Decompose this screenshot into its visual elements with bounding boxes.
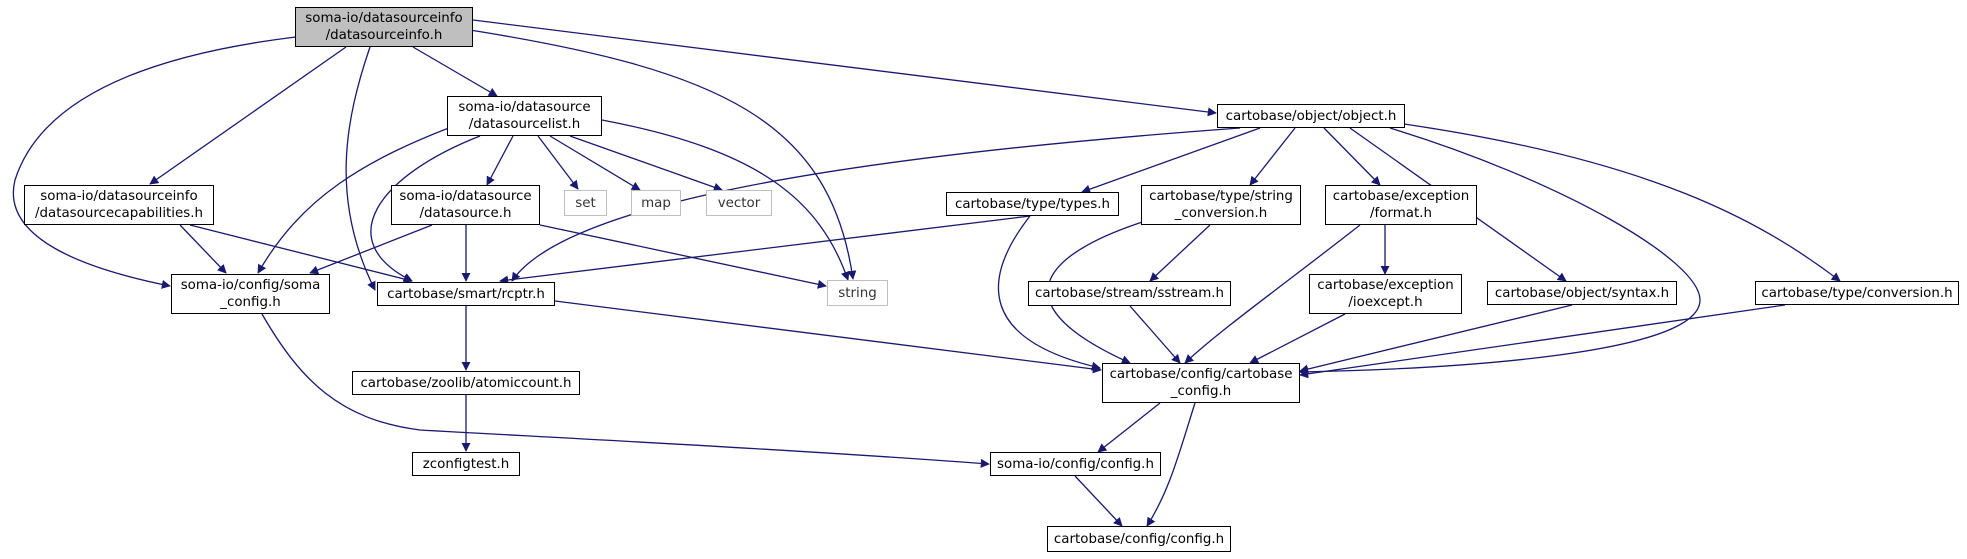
node-line: /datasourcelist.h (468, 117, 581, 132)
node-line: string (838, 285, 877, 301)
node-line: _conversion.h (1174, 206, 1268, 221)
node-datasource-h[interactable]: soma-io/datasource /datasource.h (391, 185, 540, 225)
node-set-external[interactable]: set (564, 190, 607, 216)
node-ioexcept-h[interactable]: cartobase/exception /ioexcept.h (1309, 274, 1462, 314)
node-line: cartobase/object/object.h (1225, 108, 1397, 124)
node-line: cartobase/zoolib/atomiccount.h (360, 375, 572, 391)
edge-object-to-strconv (1249, 127, 1296, 186)
node-sstream-h[interactable]: cartobase/stream/sstream.h (1028, 281, 1231, 306)
node-line: cartobase/smart/rcptr.h (387, 286, 545, 302)
edge-dslist-to-datasource (486, 135, 514, 186)
node-rcptr-h[interactable]: cartobase/smart/rcptr.h (377, 282, 555, 306)
edge-root-to-rcptr (345, 46, 376, 291)
node-line: cartobase/config/cartobase (1109, 367, 1293, 382)
node-line: _config.h (220, 295, 281, 310)
node-line: cartobase/object/syntax.h (1494, 285, 1670, 301)
node-cartobase-config-h[interactable]: cartobase/config/cartobase _config.h (1102, 363, 1300, 403)
edge-object-to-conversion (1403, 123, 1841, 282)
edge-root-to-somaconfig (12, 36, 297, 289)
node-format-h[interactable]: cartobase/exception /format.h (1325, 185, 1477, 225)
node-line: cartobase/type/conversion.h (1761, 285, 1953, 301)
edge-object-to-types (1081, 127, 1261, 194)
edge-dscap-to-somaconfig (179, 224, 227, 274)
edge-datasource-to-string (539, 224, 827, 289)
edge-sstream-to-cbconfig (1129, 305, 1181, 364)
node-zconfigtest-h[interactable]: zconfigtest.h (412, 452, 520, 476)
node-line: soma-io/datasourceinfo (40, 189, 198, 204)
edge-somaconfig-to-somaioconfig (261, 313, 990, 468)
edge-object-to-rcptr (511, 127, 1241, 282)
node-line: /datasourcecapabilities.h (34, 206, 203, 221)
node-datasourcelist-h[interactable]: soma-io/datasource /datasourcelist.h (447, 96, 602, 136)
node-atomiccount-h[interactable]: cartobase/zoolib/atomiccount.h (352, 371, 580, 395)
node-line: map (641, 195, 671, 211)
edge-cbconfig-to-somaioconfig (1097, 402, 1161, 453)
node-line: cartobase/type/string (1149, 189, 1293, 204)
edge-root-to-dscap (149, 46, 347, 185)
node-line: cartobase/exception (1332, 189, 1470, 204)
node-line: soma-io/datasourceinfo (305, 11, 463, 26)
node-soma-config-h[interactable]: soma-io/config/soma _config.h (171, 274, 330, 314)
node-line: /datasource.h (419, 206, 512, 221)
node-soma-io-config-h[interactable]: soma-io/config/config.h (990, 452, 1161, 476)
node-root-datasourceinfo-h[interactable]: soma-io/datasourceinfo /datasourceinfo.h (295, 7, 473, 47)
node-line: cartobase/config/config.h (1053, 531, 1225, 547)
edge-conversion-to-cbconfig (1299, 304, 1786, 379)
edge-object-to-cbconfig (1299, 127, 1701, 377)
edge-root-to-string (469, 29, 857, 280)
edge-object-to-format (1323, 127, 1381, 186)
edge-types-to-rcptr (499, 215, 1031, 285)
node-line: set (575, 195, 596, 211)
edge-dslist-to-set (537, 135, 579, 190)
node-line: soma-io/config/config.h (997, 456, 1154, 472)
node-line: /datasourceinfo.h (325, 28, 443, 43)
node-line: cartobase/type/types.h (954, 196, 1110, 212)
node-datasourcecapabilities-h[interactable]: soma-io/datasourceinfo /datasourcecapabi… (24, 185, 214, 225)
edge-dscap-to-rcptr (189, 224, 413, 284)
edge-datasource-to-somaconfig (309, 224, 433, 275)
node-line: /ioexcept.h (1348, 295, 1423, 310)
edge-root-to-dslist (412, 46, 498, 97)
node-line: cartobase/exception (1317, 278, 1454, 293)
node-string-external[interactable]: string (827, 280, 888, 306)
node-string-conversion-h[interactable]: cartobase/type/string _conversion.h (1141, 185, 1301, 225)
node-line: /format.h (1370, 206, 1432, 221)
edge-cbconfig-to-cbconfigh (1146, 402, 1196, 527)
edge-somaioconfig-to-cbconfigh (1074, 475, 1123, 527)
node-cartobase-config-config-h[interactable]: cartobase/config/config.h (1047, 526, 1231, 552)
node-syntax-h[interactable]: cartobase/object/syntax.h (1487, 281, 1677, 305)
node-line: cartobase/stream/sstream.h (1034, 286, 1225, 301)
node-line: soma-io/config/soma (180, 278, 321, 293)
edge-ioexcept-to-cbconfig (1249, 313, 1346, 364)
node-types-h[interactable]: cartobase/type/types.h (946, 192, 1119, 216)
edge-dslist-to-vector (569, 135, 723, 192)
node-line: zconfigtest.h (422, 456, 510, 472)
node-line: soma-io/datasource (458, 100, 591, 115)
node-line: _config.h (1170, 384, 1232, 399)
node-line: soma-io/datasource (399, 189, 532, 204)
edge-format-to-cbconfig (1184, 224, 1361, 364)
edge-dslist-to-map (549, 135, 641, 191)
node-map-external[interactable]: map (631, 190, 681, 216)
node-conversion-h[interactable]: cartobase/type/conversion.h (1755, 281, 1959, 305)
edge-strconv-to-sstream (1149, 224, 1211, 282)
node-object-h[interactable]: cartobase/object/object.h (1217, 104, 1405, 128)
edge-syntax-to-cbconfig (1299, 304, 1573, 374)
edge-rcptr-to-cbconfig (554, 300, 1102, 374)
edge-strconv-to-cbconfig (1047, 217, 1156, 364)
node-vector-external[interactable]: vector (706, 190, 772, 216)
edge-dslist-to-rcptr (370, 135, 481, 282)
node-line: vector (717, 195, 761, 211)
edge-types-to-cbconfig (997, 215, 1101, 371)
